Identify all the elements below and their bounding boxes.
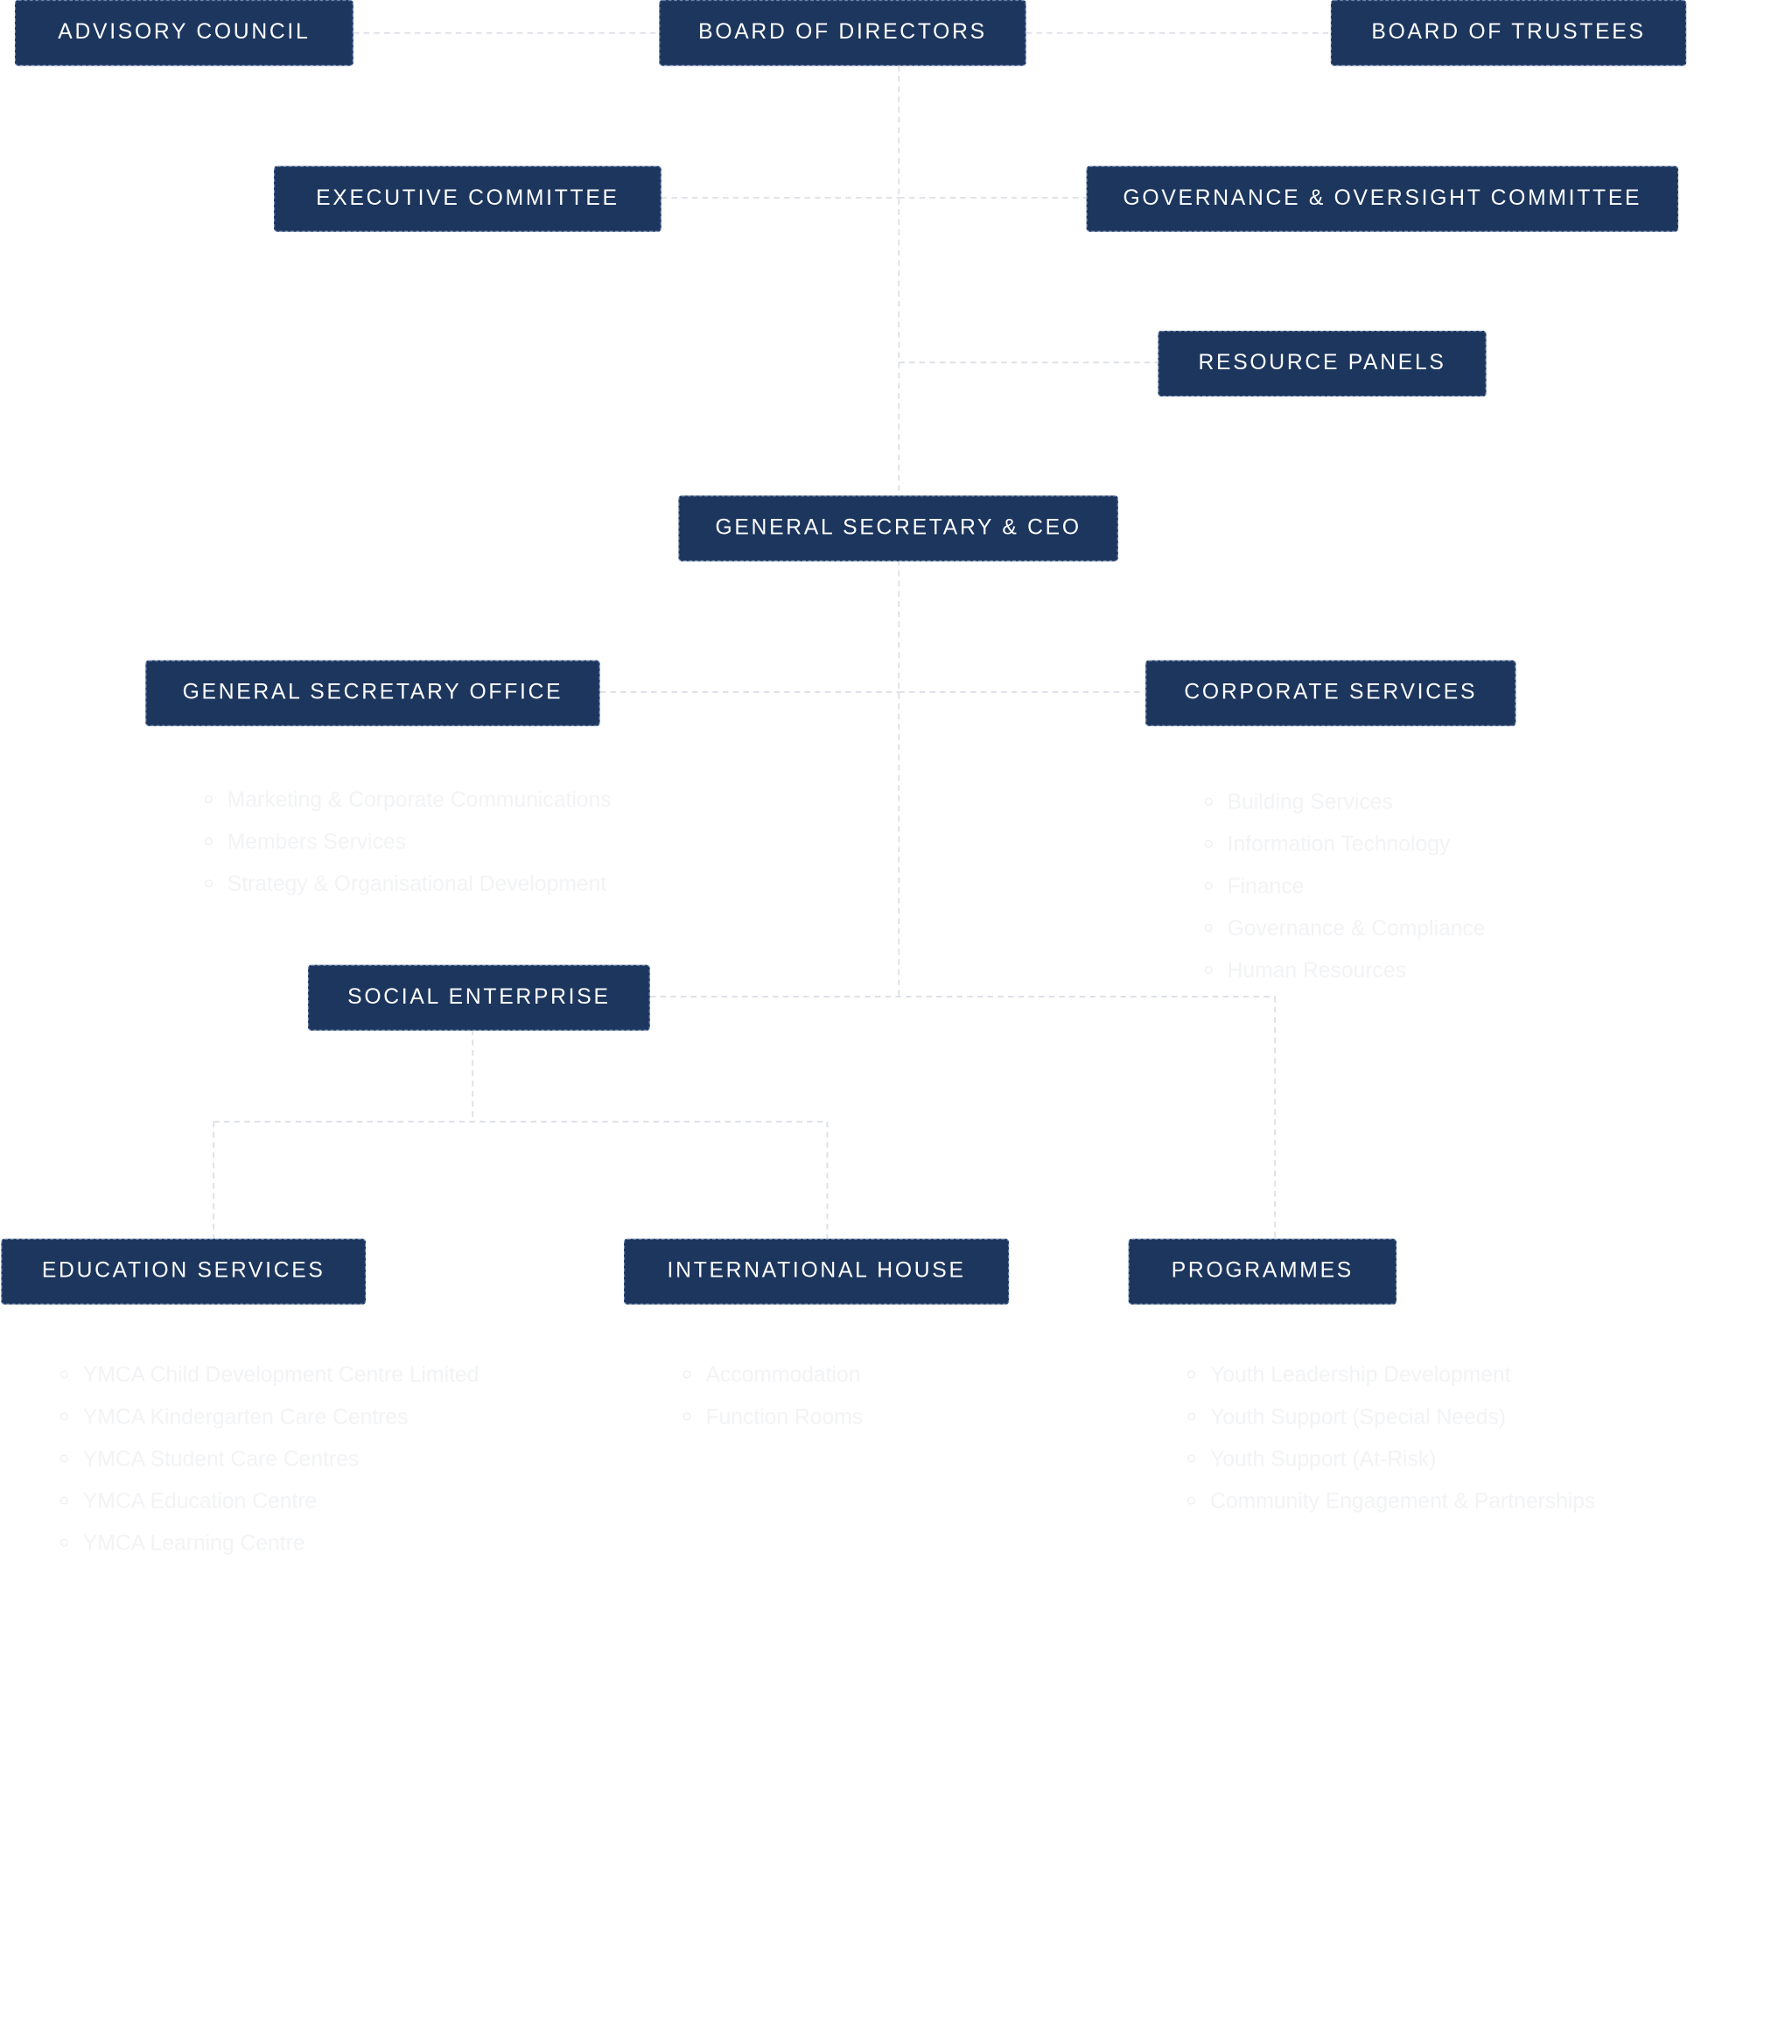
education-services-list: YMCA Child Development Centre Limited YM… bbox=[60, 1354, 480, 1564]
connector-lines bbox=[213, 32, 1331, 1239]
general-secretary-office-list: Marketing & Corporate Communications Mem… bbox=[204, 780, 612, 906]
list-item: Human Resources bbox=[1204, 950, 1486, 992]
international-house-list: Accommodation Function Rooms bbox=[682, 1354, 864, 1438]
executive-committee-box[interactable]: EXECUTIVE COMMITTEE bbox=[273, 165, 662, 232]
governance-oversight-committee-box[interactable]: GOVERNANCE & OVERSIGHT COMMITTEE bbox=[1086, 165, 1679, 232]
list-item: Members Services bbox=[204, 822, 612, 864]
board-of-directors-box[interactable]: BOARD OF DIRECTORS bbox=[659, 0, 1026, 66]
list-item: Governance & Compliance bbox=[1204, 908, 1486, 950]
list-item: Information Technology bbox=[1204, 824, 1486, 866]
resource-panels-box[interactable]: RESOURCE PANELS bbox=[1158, 330, 1487, 397]
list-item: YMCA Kindergarten Care Centres bbox=[60, 1396, 480, 1438]
international-house-box[interactable]: INTERNATIONAL HOUSE bbox=[623, 1238, 1010, 1305]
corporate-services-box[interactable]: CORPORATE SERVICES bbox=[1145, 660, 1516, 726]
list-item: YMCA Education Centre bbox=[60, 1480, 480, 1522]
list-item: Accommodation bbox=[682, 1354, 864, 1396]
list-item: Marketing & Corporate Communications bbox=[204, 780, 612, 822]
programmes-list: Youth Leadership Development Youth Suppo… bbox=[1187, 1354, 1595, 1522]
list-item: Strategy & Organisational Development bbox=[204, 864, 612, 906]
list-item: Function Rooms bbox=[682, 1396, 863, 1438]
list-item: Youth Leadership Development bbox=[1187, 1354, 1595, 1396]
programmes-box[interactable]: PROGRAMMES bbox=[1128, 1238, 1397, 1305]
list-item: YMCA Child Development Centre Limited bbox=[60, 1354, 479, 1396]
social-enterprise-box[interactable]: SOCIAL ENTERPRISE bbox=[307, 964, 650, 1031]
board-of-trustees-box[interactable]: BOARD OF TRUSTEES bbox=[1330, 0, 1687, 66]
advisory-council-box[interactable]: ADVISORY COUNCIL bbox=[14, 0, 354, 66]
list-item: Youth Support (At-Risk) bbox=[1187, 1438, 1595, 1480]
list-item: Building Services bbox=[1204, 782, 1486, 824]
general-secretary-office-box[interactable]: GENERAL SECRETARY OFFICE bbox=[145, 660, 600, 726]
corporate-services-list: Building Services Information Technology… bbox=[1204, 782, 1486, 992]
list-item: YMCA Student Care Centres bbox=[60, 1438, 480, 1480]
list-item: Youth Support (Special Needs) bbox=[1187, 1396, 1595, 1438]
education-services-box[interactable]: EDUCATION SERVICES bbox=[1, 1238, 367, 1305]
list-item: Finance bbox=[1204, 866, 1486, 908]
list-item: Community Engagement & Partnerships bbox=[1187, 1480, 1595, 1522]
list-item: YMCA Learning Centre bbox=[60, 1522, 480, 1564]
general-secretary-ceo-box[interactable]: GENERAL SECRETARY & CEO bbox=[678, 495, 1118, 562]
